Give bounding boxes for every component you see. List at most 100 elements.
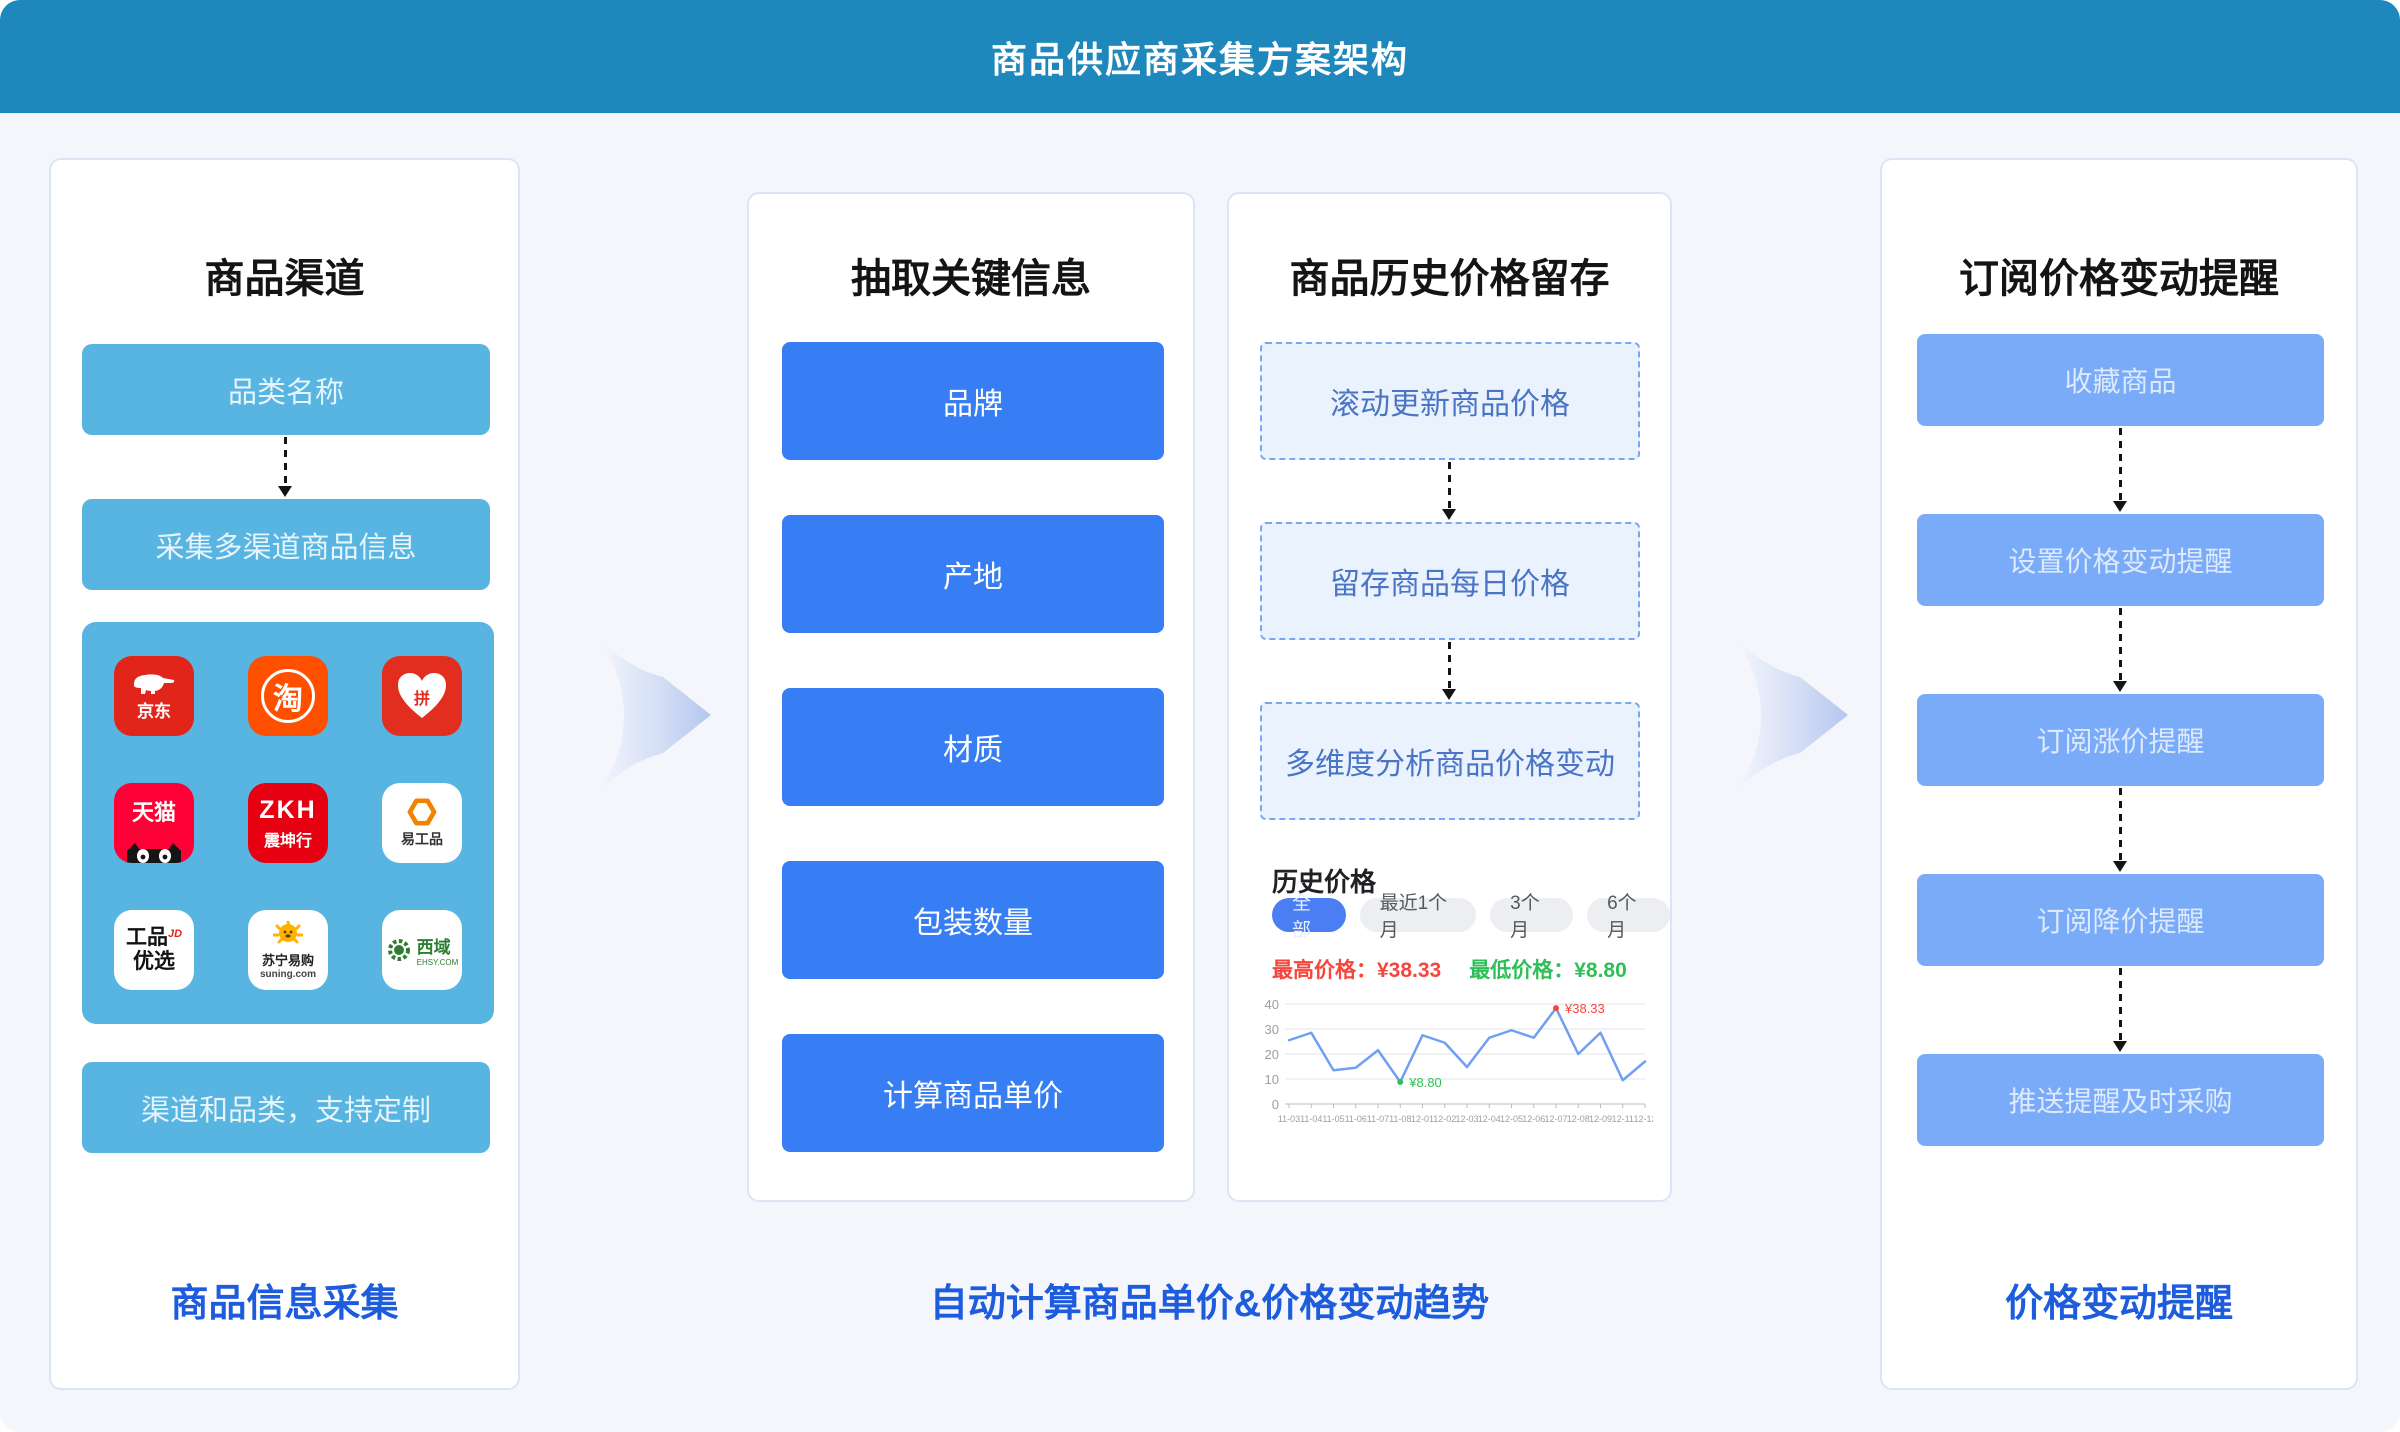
node-daily-price: 留存商品每日价格: [1260, 522, 1640, 640]
card4-footer-label: 价格变动提醒: [2004, 1283, 2233, 1325]
down-arrow-icon: [1442, 642, 1456, 700]
svg-text:11-05: 11-05: [1322, 1114, 1344, 1124]
page-title: 商品供应商采集方案架构: [990, 38, 1409, 80]
node-set-alert: 设置价格变动提醒: [1917, 514, 2324, 606]
down-arrow-icon: [2113, 968, 2127, 1052]
logo-gongpin-label: 工品: [125, 926, 168, 949]
card-price-history: 商品历史价格留存 滚动更新商品价格 留存商品每日价格 多维度分析商品价格变动 历…: [1227, 192, 1672, 1202]
tab-6month[interactable]: 6个月: [1587, 893, 1670, 941]
logo-pinduoduo-label: 拼: [413, 691, 430, 708]
svg-text:11-03: 11-03: [1278, 1114, 1300, 1124]
price-range-tabs: 全部 最近1个月 3个月 6个月: [1272, 893, 1670, 941]
svg-text:11-04: 11-04: [1300, 1114, 1322, 1124]
node-favorite-product: 收藏商品: [1917, 334, 2324, 426]
flow-arrow-icon: [1738, 641, 1848, 789]
middle-footer-label: 自动计算商品单价&价格变动趋势: [929, 1283, 1490, 1325]
svg-text:12-01: 12-01: [1411, 1114, 1434, 1124]
logo-ehsy-label: 西域: [416, 938, 451, 957]
node-rolling-update: 滚动更新商品价格: [1260, 342, 1640, 460]
ehsy-gear-icon: [387, 939, 410, 961]
down-arrow-icon: [278, 437, 292, 497]
logo-gongpin-jd: JD: [167, 928, 183, 940]
svg-text:11-07: 11-07: [1367, 1114, 1389, 1124]
flow-arrow-icon: [601, 641, 711, 789]
logo-yigongpin: 易工品: [382, 783, 462, 863]
svg-text:12-06: 12-06: [1522, 1114, 1545, 1124]
down-arrow-icon: [2113, 608, 2127, 692]
card1-footer-label: 商品信息采集: [170, 1283, 399, 1325]
node-brand: 品牌: [782, 342, 1164, 460]
min-price-label: 最低价格：: [1469, 959, 1575, 982]
logo-pinduoduo: 拼: [382, 656, 462, 736]
svg-text:12-05: 12-05: [1500, 1114, 1523, 1124]
price-panel-title: 历史价格: [1272, 867, 1377, 897]
logo-jd: 京东: [114, 656, 194, 736]
svg-text:30: 30: [1265, 1022, 1279, 1037]
logo-zkh-label: ZKH: [259, 795, 317, 824]
node-category-name: 品类名称: [82, 344, 490, 435]
channel-logo-grid: 京东 淘 拼 天猫 ZKH 震坤行 易工品: [82, 622, 494, 1024]
node-push-purchase: 推送提醒及时采购: [1917, 1054, 2324, 1146]
svg-text:12-03: 12-03: [1455, 1114, 1478, 1124]
node-multidim-analysis: 多维度分析商品价格变动: [1260, 702, 1640, 820]
svg-text:12-08: 12-08: [1567, 1114, 1590, 1124]
suning-lion-icon: [273, 920, 303, 943]
svg-text:¥8.80: ¥8.80: [1408, 1075, 1442, 1090]
svg-text:¥38.33: ¥38.33: [1564, 1001, 1605, 1016]
tab-3month[interactable]: 3个月: [1490, 893, 1574, 941]
title-bar: 商品供应商采集方案架构: [0, 0, 2400, 113]
node-subscribe-increase: 订阅涨价提醒: [1917, 694, 2324, 786]
logo-zkh: ZKH 震坤行: [248, 783, 328, 863]
logo-taobao: 淘: [248, 656, 328, 736]
svg-text:20: 20: [1265, 1047, 1279, 1062]
svg-text:12-11: 12-11: [1612, 1114, 1634, 1124]
max-price-value: ¥38.33: [1377, 959, 1442, 982]
svg-text:12-07: 12-07: [1544, 1114, 1567, 1124]
card2-title: 抽取关键信息: [851, 257, 1091, 301]
logo-gongpin-sub: 优选: [133, 950, 175, 973]
down-arrow-icon: [2113, 428, 2127, 512]
logo-suning-sub: suning.com: [259, 968, 317, 980]
logo-suning-label: 苏宁易购: [261, 952, 314, 968]
node-collect-multichannel: 采集多渠道商品信息: [82, 499, 490, 590]
logo-suning: 苏宁易购 suning.com: [248, 910, 328, 990]
tab-1month[interactable]: 最近1个月: [1359, 893, 1477, 941]
down-arrow-icon: [1442, 462, 1456, 520]
node-unit-price: 计算商品单价: [782, 1034, 1164, 1152]
card1-title: 商品渠道: [204, 257, 365, 301]
card-extract-key-info: 抽取关键信息 品牌 产地 材质 包装数量 计算商品单价: [747, 192, 1195, 1202]
node-custom-channels: 渠道和品类，支持定制: [82, 1062, 490, 1153]
min-price-value: ¥8.80: [1574, 959, 1627, 982]
card3-title: 商品历史价格留存: [1289, 257, 1610, 301]
svg-text:12-12: 12-12: [1633, 1114, 1653, 1124]
pdd-heart-icon: 拼: [396, 672, 448, 720]
logo-tmall-label: 天猫: [131, 800, 176, 825]
logo-ehsy: 西域 EHSY.COM: [382, 910, 462, 990]
card-product-channels: 商品渠道 品类名称 采集多渠道商品信息 京东 淘 拼 天猫: [49, 158, 520, 1390]
node-subscribe-decrease: 订阅降价提醒: [1917, 874, 2324, 966]
node-package-qty: 包装数量: [782, 861, 1164, 979]
card4-title: 订阅价格变动提醒: [1959, 257, 2279, 301]
node-origin: 产地: [782, 515, 1164, 633]
tmall-cat-icon: [127, 843, 181, 863]
svg-text:0: 0: [1272, 1097, 1279, 1112]
svg-text:11-08: 11-08: [1389, 1114, 1411, 1124]
jd-dog-icon: [133, 673, 175, 694]
tab-all[interactable]: 全部: [1272, 893, 1346, 941]
down-arrow-icon: [2113, 788, 2127, 872]
logo-tmall: 天猫: [114, 783, 194, 863]
node-material: 材质: [782, 688, 1164, 806]
svg-text:11-06: 11-06: [1345, 1114, 1367, 1124]
logo-jd-label: 京东: [137, 701, 171, 721]
yigongpin-hex-icon: [407, 797, 437, 826]
max-price-label: 最高价格：: [1272, 959, 1377, 982]
logo-yigongpin-label: 易工品: [401, 830, 443, 847]
price-extremes: 最高价格：¥38.33 最低价格：¥8.80: [1272, 954, 1627, 984]
svg-text:12-09: 12-09: [1589, 1114, 1612, 1124]
svg-text:12-02: 12-02: [1433, 1114, 1456, 1124]
svg-text:12-04: 12-04: [1478, 1114, 1501, 1124]
svg-text:40: 40: [1265, 997, 1279, 1012]
